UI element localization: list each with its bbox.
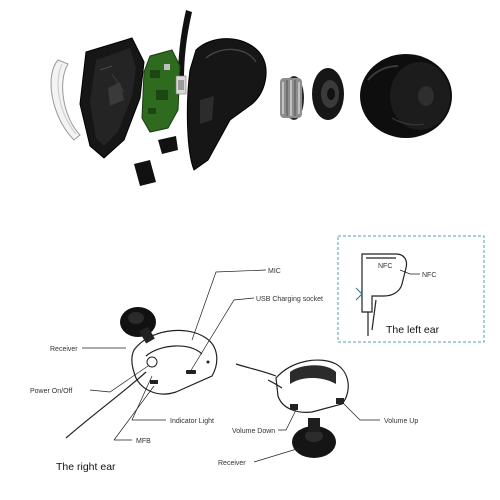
- battery-cable: [178, 10, 192, 80]
- ear-tip: [360, 54, 452, 138]
- pcb-board: [141, 49, 187, 133]
- label-indicator-light: Indicator Light: [170, 418, 214, 425]
- label-mic: MIC: [268, 268, 281, 275]
- mfb-leader: [113, 385, 155, 441]
- left-ear-inset: NFC: [337, 235, 485, 343]
- left-ear-dashed-box: [337, 235, 485, 343]
- right-ear-panel: [145, 345, 203, 357]
- ear-hook: [50, 59, 81, 141]
- label-receiver-right: Receiver: [50, 346, 78, 353]
- nfc-chip-text: NFC: [378, 263, 392, 270]
- receiver-left-leader: [253, 447, 301, 463]
- power-leader: [89, 365, 149, 393]
- right-ear-tip: [120, 307, 156, 344]
- nfc-leader: [399, 269, 420, 275]
- right-ear-cable: [65, 371, 147, 439]
- label-power-on-off: Power On/Off: [30, 388, 72, 395]
- back-shell: [79, 37, 145, 159]
- volume-down-leader: [278, 409, 297, 431]
- driver-unit: [280, 76, 304, 120]
- volume-up-leader: [341, 401, 380, 421]
- left-ear-cable-2: [371, 299, 377, 331]
- right-ear-body: [131, 329, 218, 395]
- label-volume-up: Volume Up: [384, 418, 418, 425]
- volume-down-shape: [290, 404, 298, 410]
- label-mfb: MFB: [136, 438, 151, 445]
- usb-leader: [189, 297, 255, 373]
- labels: MIC USB Charging socket Receiver Power O…: [30, 268, 440, 473]
- mic-leader: [191, 269, 267, 341]
- label-volume-down: Volume Down: [232, 428, 275, 435]
- caption-right-ear: The right ear: [56, 461, 116, 473]
- indicator-leader: [131, 375, 153, 421]
- caption-left-ear: The left ear: [386, 324, 440, 336]
- label-nfc: NFC: [422, 272, 436, 279]
- label-receiver-left: Receiver: [218, 460, 246, 467]
- left-ear-illustration: [235, 359, 349, 458]
- front-shell: [186, 38, 267, 171]
- left-plug-tip: [292, 418, 336, 458]
- left-plug-cable: [235, 363, 277, 377]
- label-usb-charging-socket: USB Charging socket: [256, 296, 323, 303]
- right-ear-illustration: [65, 307, 218, 439]
- mfb-button-shape: [150, 380, 158, 384]
- power-button-shape: [146, 356, 158, 368]
- button-cap-2: [134, 160, 156, 186]
- mic-hole: [206, 360, 210, 364]
- button-cap: [158, 136, 178, 154]
- exploded-view: [50, 10, 452, 186]
- nozzle: [312, 68, 344, 120]
- left-plug-cable-2: [267, 379, 283, 389]
- left-ear-shell: [361, 253, 408, 313]
- usb-port-shape: [186, 370, 196, 374]
- callout-lines: [82, 269, 420, 463]
- left-plug-panel: [290, 365, 336, 384]
- volume-up-shape: [336, 398, 344, 404]
- connector-arrow: [355, 287, 363, 301]
- left-plug-body: [275, 359, 349, 413]
